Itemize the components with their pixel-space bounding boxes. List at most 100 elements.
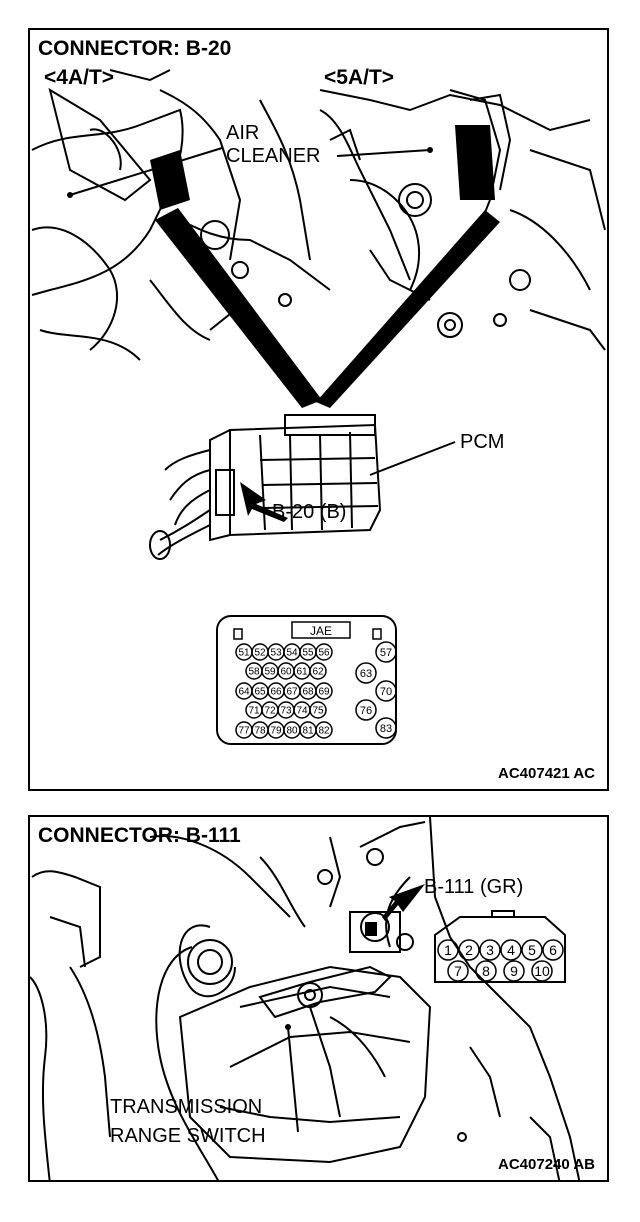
connector-pin: 72 — [261, 701, 279, 719]
connector-pin-circle — [315, 682, 333, 700]
connector-pin-circle — [375, 717, 397, 739]
connector-pin: 3 — [479, 939, 501, 961]
connector-pin-circle — [479, 939, 501, 961]
connector-pin: 82 — [315, 721, 333, 739]
connector-pin: 2 — [458, 939, 480, 961]
connector-pin-number: 7 — [454, 963, 462, 979]
connector-pin-number: 74 — [296, 706, 308, 717]
connector-pin-circle — [309, 662, 327, 680]
connector-pin: 83 — [375, 717, 397, 739]
connector-pin-number: 53 — [270, 648, 282, 659]
connector-pin-number: 62 — [312, 667, 324, 678]
connector-pin: 1 — [437, 939, 459, 961]
connector-pin-number: 8 — [482, 963, 490, 979]
range-switch-label-line1: TRANSMISSION — [110, 1096, 263, 1118]
connector-pin: 57 — [375, 641, 397, 663]
air-cleaner-label-line2: CLEANER — [226, 145, 321, 167]
connector-pin-number: 70 — [380, 686, 392, 698]
connector-pin: 70 — [375, 680, 397, 702]
connector-pin: 10 — [531, 960, 553, 982]
connector-header-label: JAE — [310, 624, 332, 638]
connector-pin-number: 51 — [238, 648, 250, 659]
connector-b20-panel: CONNECTOR: B-20 <4A/T> <5A/T> AIR CLEANE… — [28, 28, 609, 791]
connector-pin-number: 5 — [528, 942, 536, 958]
connector-pin: 67 — [283, 682, 301, 700]
connector-pin-number: 77 — [238, 726, 250, 737]
connector-pin-number: 83 — [380, 723, 392, 735]
range-switch-label-line2: RANGE SWITCH — [110, 1125, 266, 1147]
connector-pin-circle — [375, 680, 397, 702]
connector-pin-number: 3 — [486, 942, 494, 958]
engine-bay-illustration — [31, 69, 606, 560]
connector-pin-circle — [447, 960, 469, 982]
connector-title: CONNECTOR: B-20 — [38, 37, 232, 60]
connector-pin: 58 — [245, 662, 263, 680]
connector-pin: 76 — [355, 699, 377, 721]
connector-pin-number: 63 — [360, 668, 372, 680]
connector-pin-circle — [531, 960, 553, 982]
connector-pin-circle — [475, 960, 497, 982]
connector-pin: 8 — [475, 960, 497, 982]
connector-pin-number: 65 — [254, 687, 266, 698]
connector-pin-number: 68 — [302, 687, 314, 698]
connector-pin-circle — [500, 939, 522, 961]
connector-pin-number: 59 — [264, 667, 276, 678]
connector-pin-number: 80 — [286, 726, 298, 737]
connector-pin-number: 75 — [312, 706, 324, 717]
variant-5at-label: <5A/T> — [324, 66, 395, 89]
connector-pin: 52 — [251, 643, 269, 661]
connector-pin: 7 — [447, 960, 469, 982]
connector-pin-number: 66 — [270, 687, 282, 698]
connector-pin: 66 — [267, 682, 285, 700]
connector-pin: 53 — [267, 643, 285, 661]
connector-pin-number: 81 — [302, 726, 314, 737]
figure-code: AC407421 AC — [498, 765, 595, 782]
connector-pin-number: 52 — [254, 648, 266, 659]
connector-pin-circle — [437, 939, 459, 961]
connector-pin: 61 — [293, 662, 311, 680]
connector-pin: 75 — [309, 701, 327, 719]
connector-pin-number: 72 — [264, 706, 276, 717]
connector-pin-number: 4 — [507, 942, 515, 958]
connector-pin: 73 — [277, 701, 295, 719]
connector-pin-circle — [375, 641, 397, 663]
connector-pin-number: 1 — [444, 942, 452, 958]
connector-pin: 69 — [315, 682, 333, 700]
connector-pin-number: 67 — [286, 687, 298, 698]
connector-pin-number: 57 — [380, 647, 392, 659]
connector-pin: 5 — [521, 939, 543, 961]
figure-code: AC407240 AB — [498, 1156, 595, 1173]
connector-pin-number: 61 — [296, 667, 308, 678]
connector-pin-circle — [309, 701, 327, 719]
connector-pin: 9 — [503, 960, 525, 982]
connector-pin-number: 82 — [318, 726, 330, 737]
connector-title: CONNECTOR: B-111 — [38, 824, 241, 847]
connector-pin: 6 — [542, 939, 564, 961]
connector-pin-number: 76 — [360, 705, 372, 717]
variant-4at-label: <4A/T> — [44, 66, 115, 89]
connector-pin-number: 69 — [318, 687, 330, 698]
connector-pin-number: 56 — [318, 648, 330, 659]
connector-pin: 55 — [299, 643, 317, 661]
connector-pin-number: 60 — [280, 667, 292, 678]
connector-pin: 68 — [299, 682, 317, 700]
connector-pin: 80 — [283, 721, 301, 739]
connector-b111-label: B-111 (GR) — [424, 876, 524, 898]
connector-pin-number: 78 — [254, 726, 266, 737]
connector-pin-number: 73 — [280, 706, 292, 717]
connector-pin: 65 — [251, 682, 269, 700]
connector-pin-number: 58 — [248, 667, 260, 678]
connector-pin: 78 — [251, 721, 269, 739]
connector-pin-circle — [315, 643, 333, 661]
connector-pin: 59 — [261, 662, 279, 680]
connector-pin-circle — [521, 939, 543, 961]
connector-pin-number: 6 — [549, 942, 557, 958]
connector-pin-circle — [355, 699, 377, 721]
connector-pin: 62 — [309, 662, 327, 680]
connector-pin: 60 — [277, 662, 295, 680]
connector-pin-circle — [542, 939, 564, 961]
connector-pin-circle — [458, 939, 480, 961]
connector-pin: 51 — [235, 643, 253, 661]
connector-pin: 56 — [315, 643, 333, 661]
connector-pin-number: 9 — [510, 963, 518, 979]
